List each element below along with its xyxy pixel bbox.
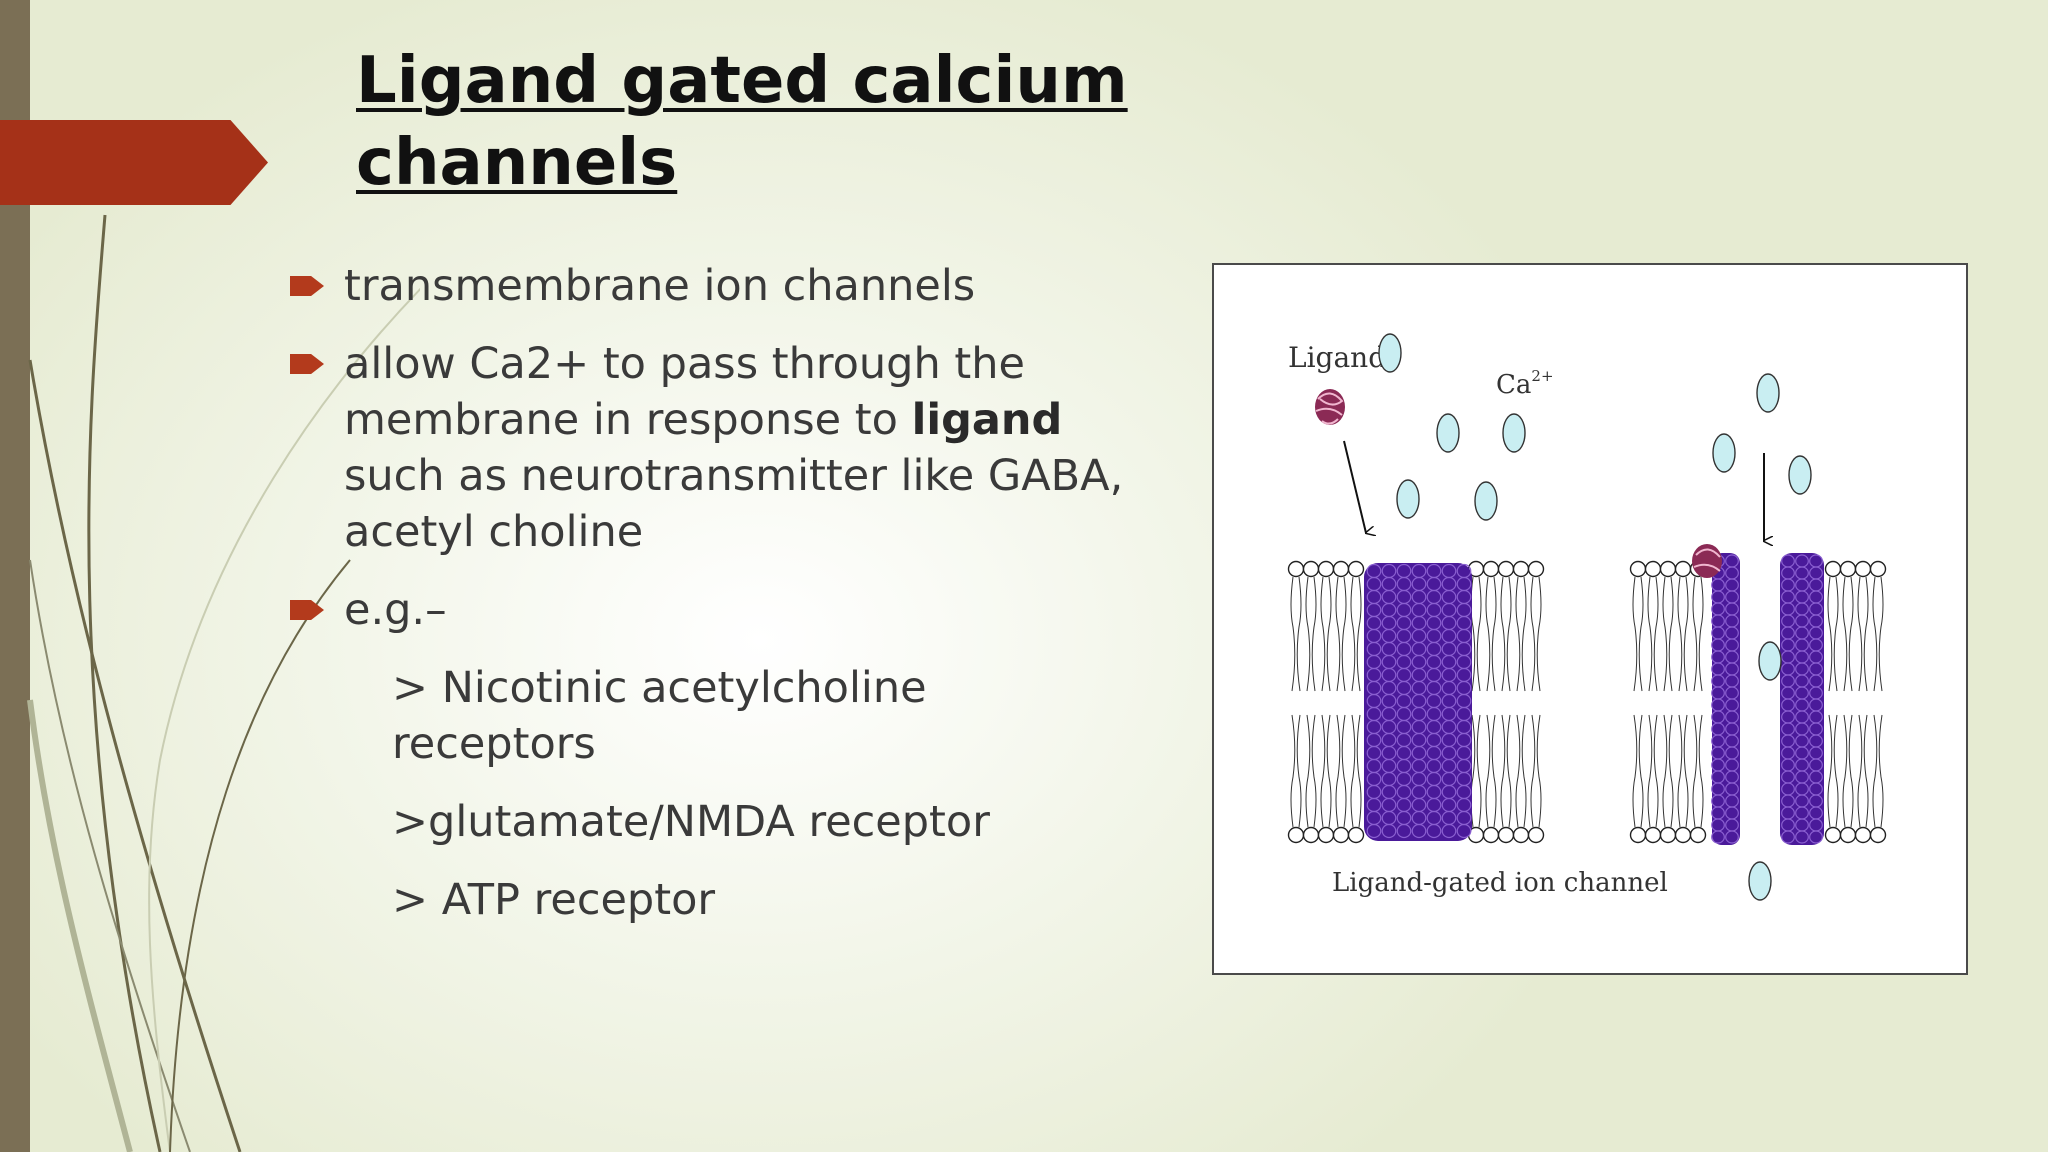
ion-channel-figure: Ligand Ca2+ Ligand-gated ion channel [1212, 263, 1968, 975]
bold-term: ligand [911, 395, 1063, 445]
lipid-bilayer-right [1629, 560, 1887, 844]
calcium-ion [1436, 413, 1460, 453]
calcium-ion [1758, 641, 1782, 681]
figure-caption: Ligand-gated ion channel [1332, 868, 1668, 898]
calcium-ion [1502, 413, 1526, 453]
calcium-ion [1712, 433, 1736, 473]
calcium-ion [1474, 481, 1498, 521]
calcium-ion [1756, 373, 1780, 413]
bound-ligand [1692, 544, 1722, 578]
calcium-ion [1378, 333, 1402, 373]
open-channel-left-subunit [1712, 553, 1740, 845]
title-accent-arrow [0, 120, 268, 205]
bullet-list: transmembrane ion channels allow Ca2+ to… [290, 258, 1130, 950]
bullet-item: transmembrane ion channels [290, 258, 1130, 314]
bullet-arrow-icon [290, 354, 324, 374]
ion-label: Ca2+ [1496, 367, 1554, 400]
slide-title: Ligand gated calcium channels [356, 44, 1128, 200]
ligand-molecule [1315, 389, 1345, 425]
ligand-label: Ligand [1288, 341, 1386, 374]
bullet-arrow-icon [290, 600, 324, 620]
bullet-item: allow Ca2+ to pass through the membrane … [290, 336, 1130, 560]
ion-channel-diagram: Ligand Ca2+ Ligand-gated ion channel [1287, 333, 1887, 901]
ligand-arrow [1343, 440, 1366, 533]
example-item: > ATP receptor [392, 875, 716, 925]
example-item: >glutamate/NMDA receptor [392, 797, 990, 847]
lipid-bilayer-left [1287, 560, 1545, 844]
calcium-ion [1396, 479, 1420, 519]
calcium-ion [1748, 861, 1772, 901]
calcium-ion [1788, 455, 1812, 495]
example-item: > Nicotinic acetylcholine receptors [392, 663, 927, 769]
bullet-arrow-icon [290, 276, 324, 296]
decorative-curves [27, 214, 420, 1152]
calcium-ions [1378, 333, 1812, 901]
bullet-item: e.g.– [290, 582, 1130, 638]
